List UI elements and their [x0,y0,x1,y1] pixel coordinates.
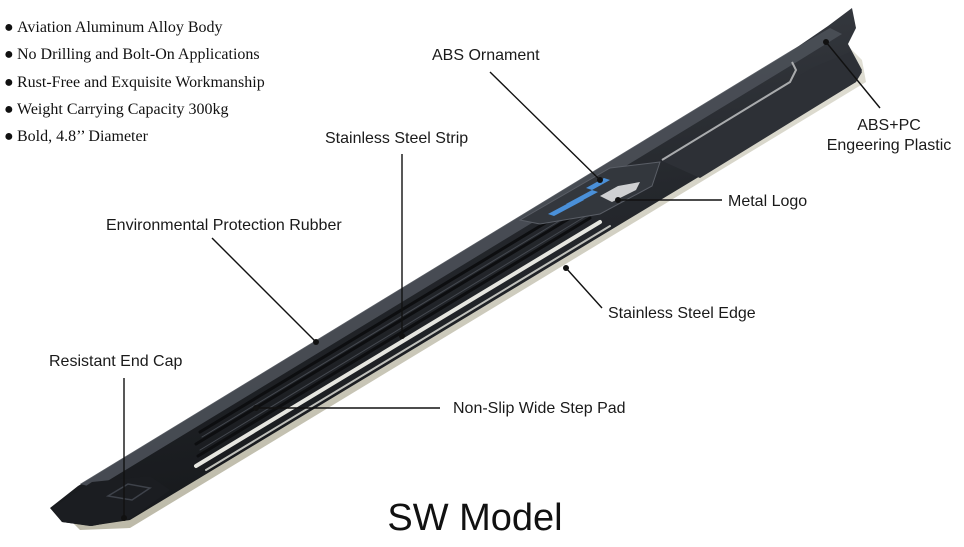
label-abs-pc: ABS+PC Engeering Plastic [826,117,952,154]
feature-list: ●Aviation Aluminum Alloy Body ●No Drilli… [4,14,265,150]
ornament-blue-accents [548,178,610,216]
label-metal-logo: Metal Logo [728,193,808,210]
label-abs-ornament: ABS Ornament [432,47,540,64]
end-cap-shape [52,476,170,526]
callout-dots [121,39,829,521]
callout-lines [123,41,881,518]
board-top-bevel [80,28,842,488]
feature-item: ●Weight Carrying Capacity 300kg [4,100,229,118]
step-pad-highlights [199,211,587,451]
feature-item: ●Aviation Aluminum Alloy Body [4,19,223,36]
label-environmental-protection-rubber: Environmental Protection Rubber [106,217,342,234]
abs-pc-trim-line [661,61,798,161]
metal-logo-shape [600,182,640,202]
stainless-steel-strips [194,220,611,471]
feature-item: ●Rust-Free and Exquisite Workmanship [4,73,265,91]
label-stainless-steel-edge: Stainless Steel Edge [608,305,756,322]
feature-item: ●Bold, 4.8’’ Diameter [4,128,148,146]
label-resistant-end-cap: Resistant End Cap [49,353,183,370]
abs-pc-end-section [660,52,862,178]
step-pad-ridges [194,206,592,458]
label-non-slip-step-pad: Non-Slip Wide Step Pad [453,400,626,417]
model-name: SW Model [387,497,563,539]
label-stainless-steel-strip: Stainless Steel Strip [325,130,469,147]
feature-item: ●No Drilling and Bolt-On Applications [4,46,260,64]
